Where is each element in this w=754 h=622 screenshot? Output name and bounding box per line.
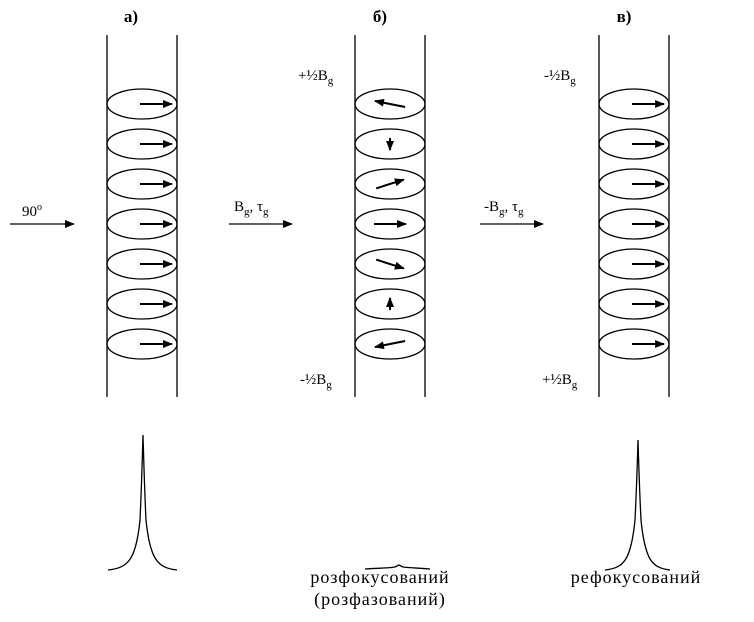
panel-c-top-field-sub: g <box>570 75 576 87</box>
pulse-neg-gradient-main: -B <box>484 199 499 215</box>
spin-disc-b-3 <box>354 168 426 200</box>
spin-disc-b-5 <box>354 248 426 280</box>
pulse-gradient-main: B <box>234 199 244 215</box>
spin-disc-c-4 <box>598 208 670 240</box>
magnetization-arrow-b-1 <box>373 98 406 108</box>
panel-b-top-field: +½Bg <box>298 68 334 87</box>
spin-disc-c-3 <box>598 168 670 200</box>
pulse-gradient-tau: , τ <box>250 199 264 215</box>
panel-b-bottom-field: -½Bg <box>300 372 332 391</box>
panel-a-spectrum-peak <box>107 434 178 571</box>
pulse-gradient-sub2: g <box>263 206 269 218</box>
panel-b-caption-line1: розфокусований <box>310 567 449 587</box>
spin-disc-a-7 <box>106 328 178 360</box>
panel-c-bottom-field-value: +½B <box>542 372 572 388</box>
magnetization-arrow-b-5 <box>375 258 405 270</box>
spin-disc-a-5 <box>106 248 178 280</box>
pulse-label-90: 90o <box>22 202 42 220</box>
pulse-neg-gradient-tau: , τ <box>505 199 519 215</box>
spin-disc-a-6 <box>106 288 178 320</box>
spin-disc-c-5 <box>598 248 670 280</box>
pulse-label-neg-gradient: -Bg, τg <box>484 199 524 218</box>
spin-disc-a-4 <box>106 208 178 240</box>
pulse-neg-gradient-sub2: g <box>518 206 524 218</box>
pulse-neg-gradient-sub1: g <box>499 206 505 218</box>
panel-c-caption-line1: рефокусований <box>571 567 702 587</box>
pulse-gradient-sub1: g <box>244 206 250 218</box>
spin-disc-c-1 <box>598 88 670 120</box>
panel-c-bottom-field-sub: g <box>572 379 578 391</box>
tube-b <box>354 35 426 397</box>
panel-a-label: а) <box>124 7 138 26</box>
spin-disc-c-2 <box>598 128 670 160</box>
panel-c-top-field-value: -½B <box>544 68 570 84</box>
magnetization-arrow-b-7 <box>373 340 406 350</box>
panel-c-top-field: -½Bg <box>544 68 576 87</box>
pulse-label-gradient: Bg, τg <box>234 199 269 218</box>
spin-disc-c-7 <box>598 328 670 360</box>
panel-c-label: в) <box>617 7 632 26</box>
spin-disc-a-3 <box>106 168 178 200</box>
spin-disc-c-6 <box>598 288 670 320</box>
spin-disc-b-4 <box>354 208 426 240</box>
spin-disc-b-2 <box>354 128 426 160</box>
magnetization-arrow-b-3 <box>375 178 405 190</box>
spin-disc-b-7 <box>354 328 426 360</box>
panel-b-bottom-field-value: -½B <box>300 372 326 388</box>
panel-b-top-field-value: +½B <box>298 68 328 84</box>
spin-disc-b-6 <box>354 288 426 320</box>
panel-c-spectrum-peak <box>604 439 671 571</box>
tube-a <box>106 35 178 397</box>
panel-b-top-field-sub: g <box>328 75 334 87</box>
panel-b-bottom-field-sub: g <box>326 379 332 391</box>
pulse-90-degree: o <box>37 202 42 213</box>
panel-b-spectrum-flat <box>364 564 431 570</box>
pulse-90-main: 90 <box>22 204 37 220</box>
spin-disc-b-1 <box>354 88 426 120</box>
spin-disc-a-2 <box>106 128 178 160</box>
panel-b-label: б) <box>373 7 387 26</box>
panel-b-caption-line2: (розфазований) <box>314 589 446 610</box>
tube-c <box>598 35 670 397</box>
spin-disc-a-1 <box>106 88 178 120</box>
panel-c-bottom-field: +½Bg <box>542 372 578 391</box>
